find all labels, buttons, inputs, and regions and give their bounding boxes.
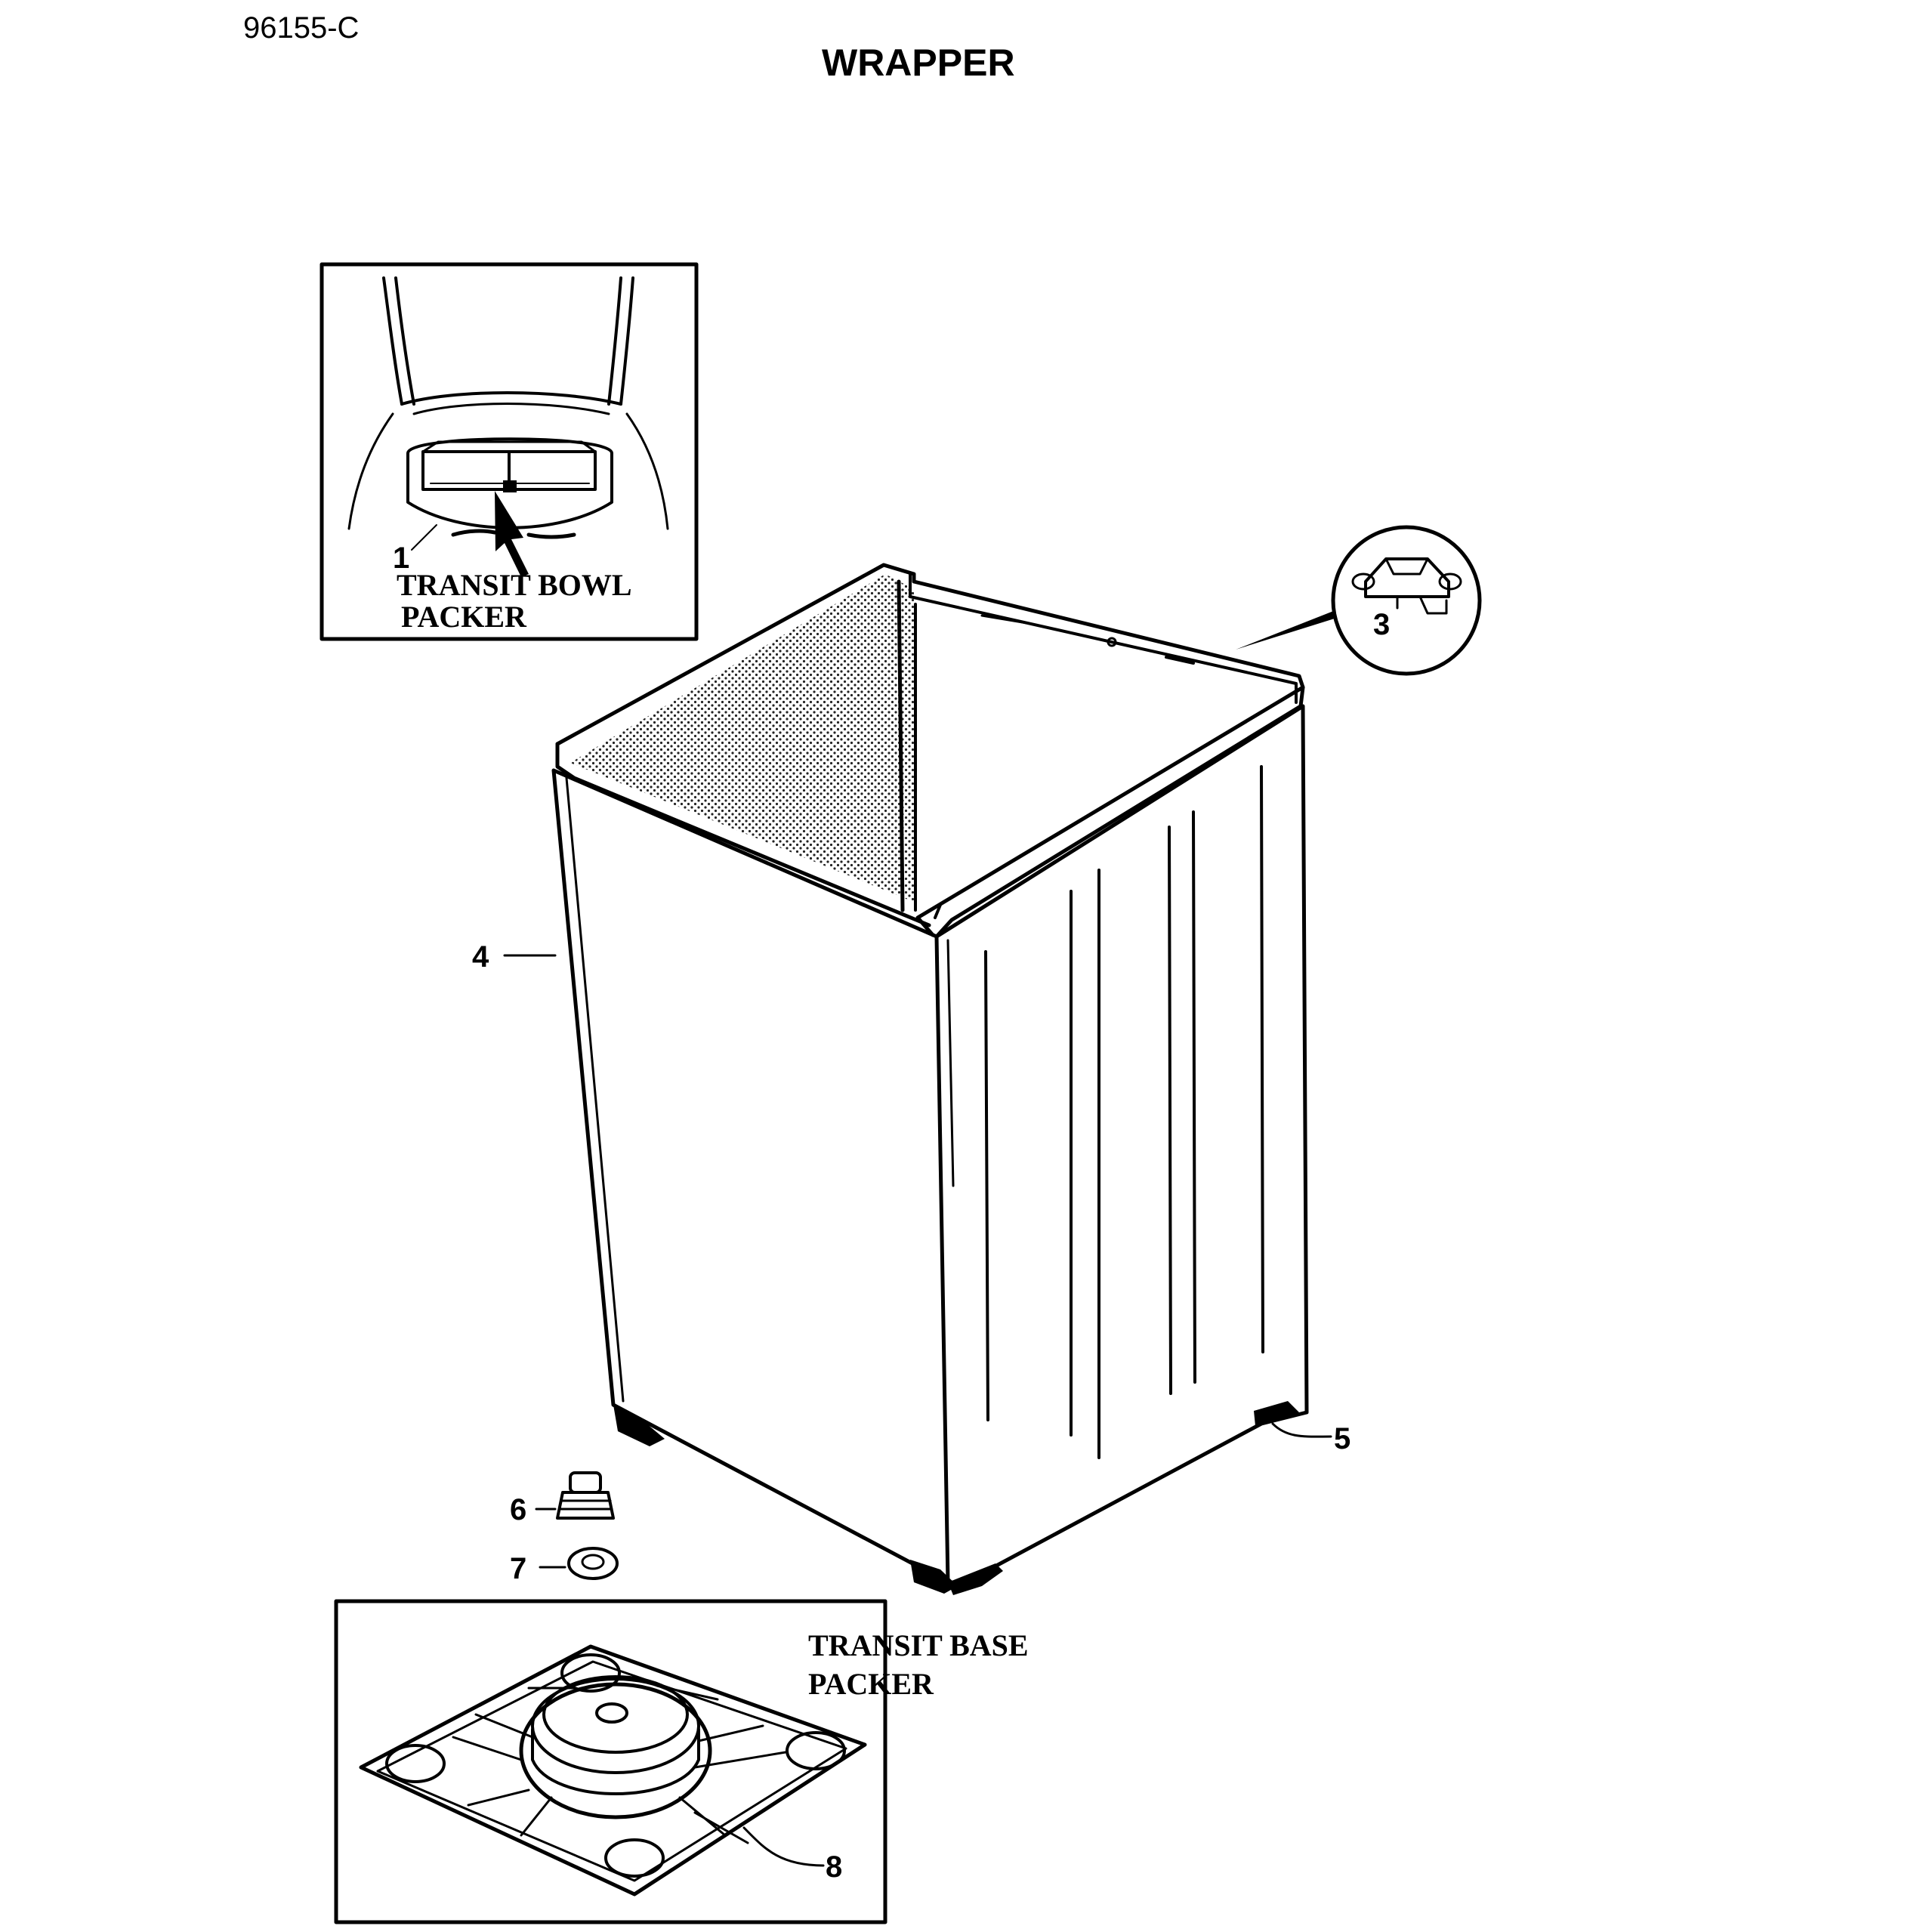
callout-1: 1: [393, 542, 409, 575]
base-packer-caption-line2: PACKER: [808, 1667, 934, 1701]
item-7-washer: 7: [510, 1547, 619, 1585]
callout-7: 7: [510, 1552, 526, 1585]
cabinet-top-mesh: [570, 574, 915, 903]
callout-4: 4: [472, 940, 489, 974]
cabinet-wrapper: 4 5: [472, 563, 1350, 1595]
item-3-detail: 3: [1236, 525, 1482, 676]
bowl-packer-caption-line1: TRANSIT BOWL: [397, 568, 632, 602]
base-packer-caption-line1: TRANSIT BASE: [808, 1628, 1029, 1662]
bowl-packer-caption-line2: PACKER: [401, 600, 527, 634]
item-6-plug: 6: [510, 1471, 615, 1526]
callout-5: 5: [1334, 1422, 1350, 1455]
callout-3: 3: [1373, 608, 1390, 641]
callout-6: 6: [510, 1493, 526, 1526]
page-title: WRAPPER: [822, 42, 1015, 84]
transit-base-packer-inset: TRANSIT BASE PACKER 8: [334, 1599, 1029, 1924]
transit-bowl-packer-inset: 1 TRANSIT BOWL PACKER: [319, 262, 699, 641]
document-id: 96155-C: [243, 11, 359, 45]
callout-8: 8: [826, 1850, 842, 1884]
